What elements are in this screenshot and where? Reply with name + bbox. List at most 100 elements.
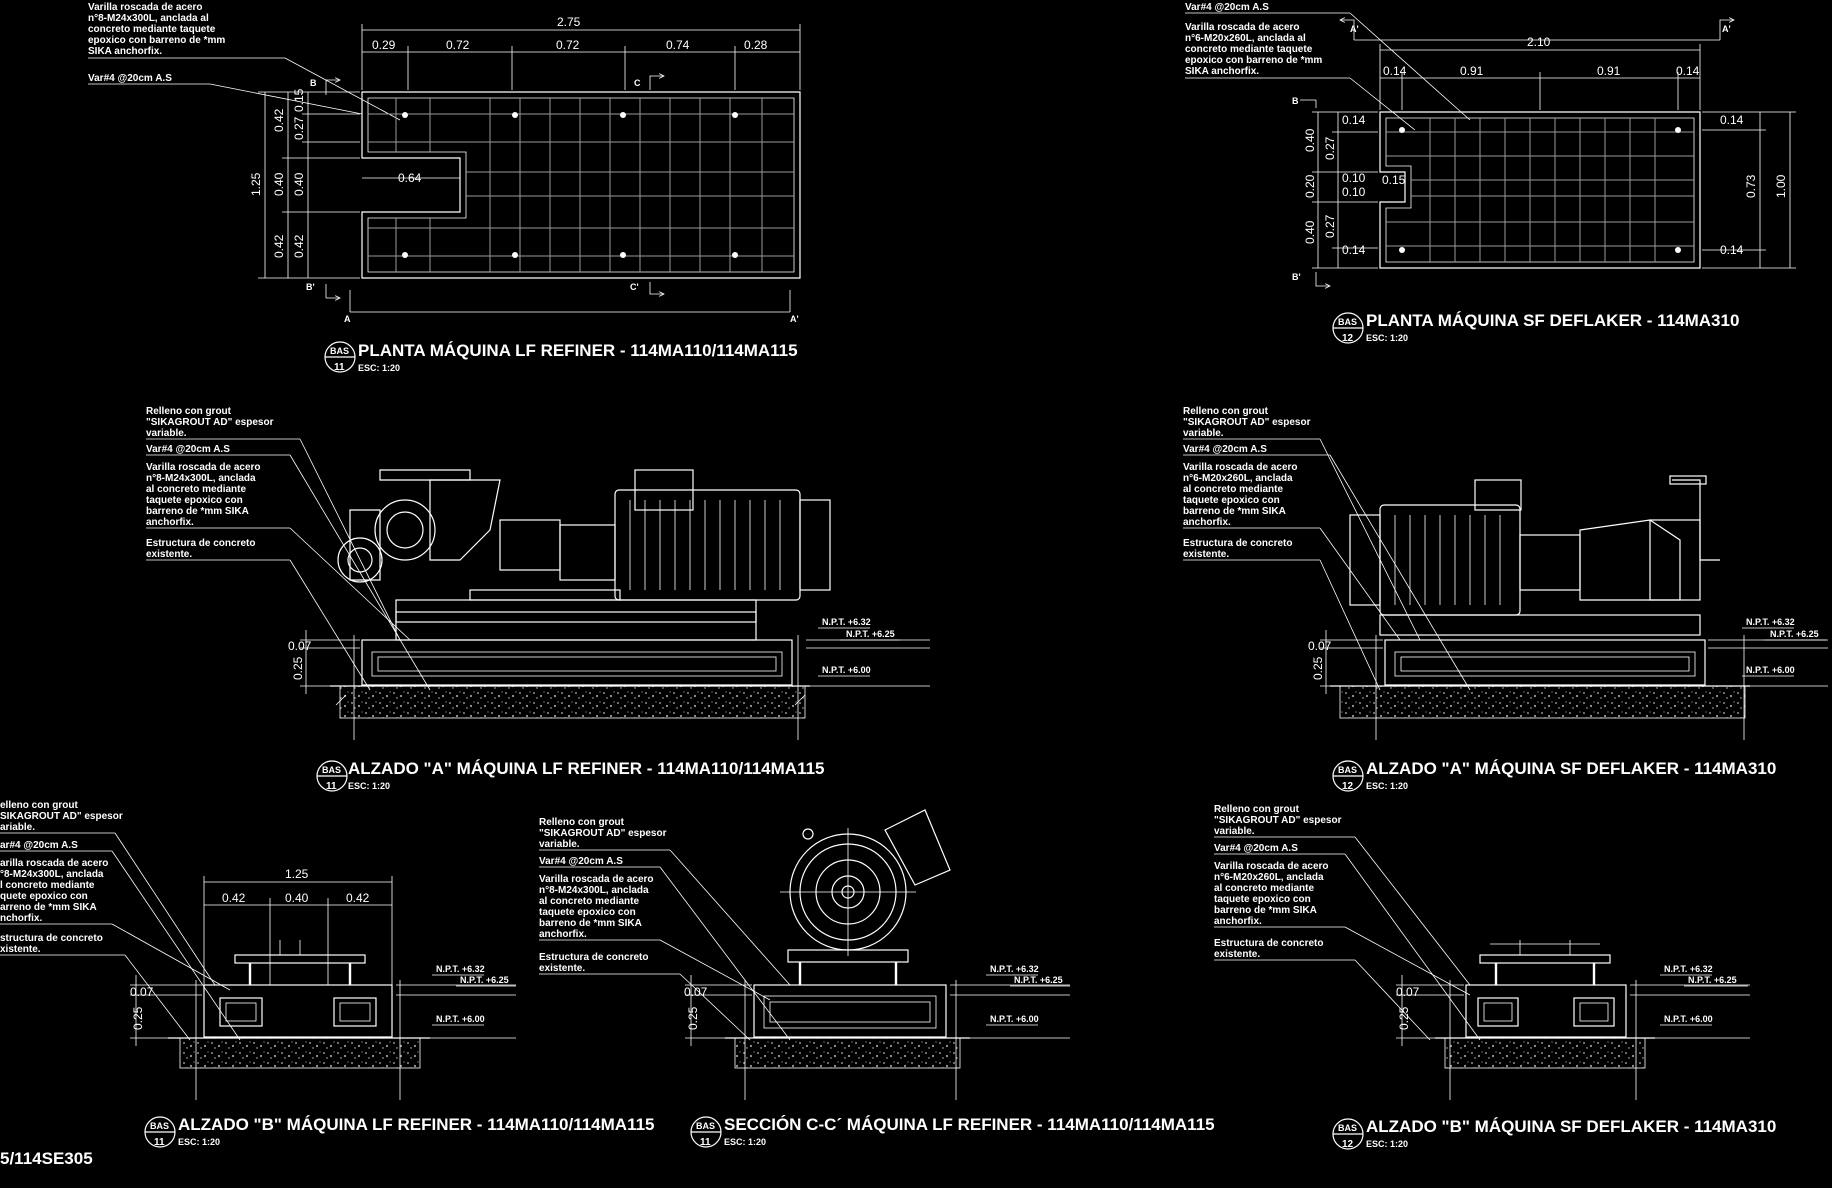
level-marks: N.P.T. +6.32N.P.T. +6.25N.P.T. +6.00: [1630, 964, 1750, 1039]
svg-text:variable.: variable.: [539, 839, 580, 850]
svg-text:existente.: existente.: [539, 963, 585, 974]
svg-text:Varilla roscada de acero: Varilla roscada de acero: [1185, 22, 1300, 33]
svg-text:N.P.T. +6.00: N.P.T. +6.00: [1746, 665, 1795, 675]
svg-text:al concreto mediante: al concreto mediante: [146, 484, 246, 495]
svg-text:ESC: 1:20: ESC: 1:20: [178, 1137, 220, 1147]
svg-text:BAS: BAS: [1338, 317, 1357, 327]
svg-text:A': A': [790, 314, 799, 324]
svg-text:SIKAGROUT AD" espesor: SIKAGROUT AD" espesor: [0, 811, 123, 822]
svg-text:0.25: 0.25: [686, 1006, 700, 1030]
support-bracket: [1479, 940, 1611, 985]
svg-text:N.P.T. +6.32: N.P.T. +6.32: [1664, 964, 1713, 974]
svg-text:Var#4 @20cm A.S: Var#4 @20cm A.S: [1183, 444, 1267, 455]
svg-text:SIKA anchorfix.: SIKA anchorfix.: [88, 46, 162, 57]
svg-text:anchorfix.: anchorfix.: [539, 929, 587, 940]
svg-text:n°8-M24x300L, anclada: n°8-M24x300L, anclada: [146, 473, 256, 484]
svg-text:N.P.T. +6.25: N.P.T. +6.25: [846, 629, 895, 639]
svg-text:2.10: 2.10: [1527, 35, 1551, 49]
level-marks: N.P.T. +6.32N.P.T. +6.25N.P.T. +6.00: [950, 964, 1070, 1039]
lf-refiner-machine: [337, 469, 831, 641]
svg-text:B: B: [1292, 96, 1299, 106]
level-marks: N.P.T. +6.32N.P.T. +6.25N.P.T. +6.00: [396, 964, 516, 1039]
svg-text:"SIKAGROUT AD" espesor: "SIKAGROUT AD" espesor: [539, 828, 667, 839]
svg-text:N.P.T. +6.00: N.P.T. +6.00: [822, 665, 871, 675]
svg-text:ESC: 1:20: ESC: 1:20: [348, 781, 390, 791]
svg-text:existente.: existente.: [1214, 949, 1260, 960]
svg-text:0.40: 0.40: [272, 172, 286, 196]
svg-text:N.P.T. +6.00: N.P.T. +6.00: [436, 1014, 485, 1024]
svg-text:Relleno con grout: Relleno con grout: [1214, 804, 1300, 815]
svg-text:concreto mediante taquete: concreto mediante taquete: [88, 24, 216, 35]
leader-notes: Relleno con grout"SIKAGROUT AD" espesorv…: [1183, 406, 1471, 691]
svg-text:N.P.T. +6.32: N.P.T. +6.32: [990, 964, 1039, 974]
svg-text:taquete epoxico con: taquete epoxico con: [1183, 495, 1280, 506]
svg-text:0.42: 0.42: [292, 234, 306, 258]
svg-text:n°6-M20x260L, anclada: n°6-M20x260L, anclada: [1214, 872, 1324, 883]
svg-text:0.27: 0.27: [1323, 136, 1337, 160]
elevation-b-sf-deflaker: Relleno con grout"SIKAGROUT AD" espesorv…: [1214, 804, 1776, 1150]
svg-text:0.29: 0.29: [372, 38, 396, 52]
svg-text:11: 11: [700, 1137, 711, 1148]
svg-text:N.P.T. +6.32: N.P.T. +6.32: [1746, 617, 1795, 627]
svg-text:l concreto mediante: l concreto mediante: [0, 880, 95, 891]
svg-text:ESC: 1:20: ESC: 1:20: [1366, 1139, 1408, 1149]
svg-text:variable.: variable.: [1214, 826, 1255, 837]
svg-text:0.42: 0.42: [346, 891, 370, 905]
svg-text:Varilla roscada de acero: Varilla roscada de acero: [1183, 462, 1298, 473]
svg-text:0.14: 0.14: [1383, 64, 1407, 78]
level-marks: N.P.T. +6.32N.P.T. +6.25N.P.T. +6.00: [806, 617, 930, 687]
svg-text:arilla roscada de acero: arilla roscada de acero: [0, 858, 108, 869]
svg-text:Var#4 @20cm A.S: Var#4 @20cm A.S: [146, 444, 230, 455]
svg-text:0.40: 0.40: [1303, 128, 1317, 152]
svg-text:ESC: 1:20: ESC: 1:20: [358, 363, 400, 373]
svg-text:Relleno con grout: Relleno con grout: [146, 406, 232, 417]
svg-text:B': B': [306, 282, 315, 292]
svg-text:ESC: 1:20: ESC: 1:20: [724, 1137, 766, 1147]
svg-text:epoxico con barreno de *mm: epoxico con barreno de *mm: [88, 35, 225, 46]
svg-text:0.14: 0.14: [1342, 243, 1366, 257]
svg-text:"SIKAGROUT AD" espesor: "SIKAGROUT AD" espesor: [146, 417, 274, 428]
svg-text:12: 12: [1342, 333, 1354, 344]
svg-text:0.72: 0.72: [446, 38, 470, 52]
svg-text:B': B': [1292, 272, 1301, 282]
svg-text:taquete epoxico con: taquete epoxico con: [539, 907, 636, 918]
svg-text:1.25: 1.25: [249, 172, 263, 196]
svg-text:B: B: [310, 78, 317, 88]
plan-sf-deflaker: Var#4 @20cm A.S Varilla roscada de acero…: [1185, 2, 1796, 344]
leader-note-rod: Varilla roscada de acero n°8-M24x300L, a…: [88, 2, 401, 121]
svg-text:SIKA anchorfix.: SIKA anchorfix.: [1185, 66, 1259, 77]
rebar-grid: [368, 98, 794, 272]
concrete-base: [361, 639, 793, 686]
svg-text:Var#4 @20cm A.S: Var#4 @20cm A.S: [88, 73, 172, 84]
svg-text:ariable.: ariable.: [0, 822, 35, 833]
svg-text:0.25: 0.25: [1311, 656, 1325, 680]
svg-text:ESC: 1:20: ESC: 1:20: [1366, 333, 1408, 343]
svg-text:BAS: BAS: [1338, 1123, 1357, 1133]
svg-text:ar#4 @20cm A.S: ar#4 @20cm A.S: [0, 840, 78, 851]
svg-text:1.00: 1.00: [1774, 174, 1788, 198]
svg-text:0.64: 0.64: [398, 171, 422, 185]
svg-text:0.40: 0.40: [285, 891, 309, 905]
svg-text:Estructura de concreto: Estructura de concreto: [146, 538, 255, 549]
svg-text:0.07: 0.07: [288, 639, 312, 653]
svg-text:N.P.T. +6.25: N.P.T. +6.25: [1688, 975, 1737, 985]
plan-lf-refiner: Varilla roscada de acero n°8-M24x300L, a…: [88, 2, 801, 373]
svg-text:n°6-M20x260L, anclada: n°6-M20x260L, anclada: [1183, 473, 1293, 484]
level-marks: N.P.T. +6.32N.P.T. +6.25N.P.T. +6.00: [1708, 617, 1828, 687]
svg-text:0.72: 0.72: [556, 38, 580, 52]
svg-text:0.91: 0.91: [1597, 64, 1621, 78]
svg-text:0.27: 0.27: [1323, 214, 1337, 238]
svg-text:N.P.T. +6.25: N.P.T. +6.25: [1770, 629, 1819, 639]
svg-text:variable.: variable.: [146, 428, 187, 439]
svg-text:BAS: BAS: [1338, 765, 1357, 775]
svg-text:0.42: 0.42: [272, 108, 286, 132]
svg-text:al concreto mediante: al concreto mediante: [1214, 883, 1314, 894]
svg-text:taquete epoxico con: taquete epoxico con: [1214, 894, 1311, 905]
svg-text:"SIKAGROUT AD" espesor: "SIKAGROUT AD" espesor: [1214, 815, 1342, 826]
